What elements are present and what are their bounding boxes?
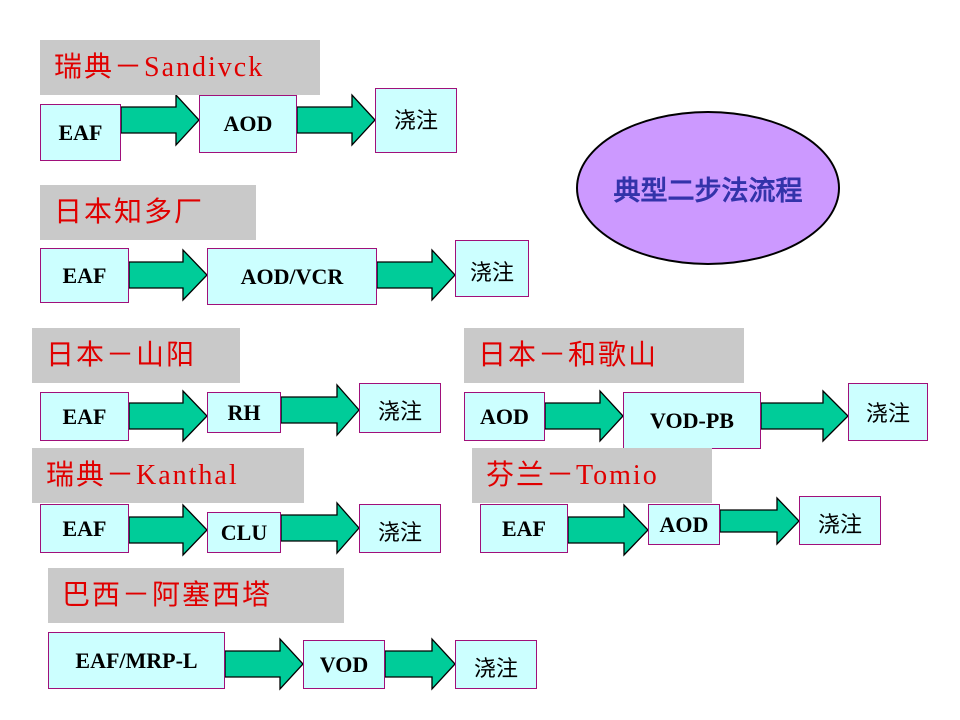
pour-box: 浇注 — [848, 383, 928, 441]
arrow — [120, 93, 200, 147]
process-box: CLU — [207, 512, 281, 553]
pour-box: 浇注 — [455, 240, 529, 297]
header-japan-chita: 日本知多厂 — [40, 185, 256, 240]
process-box: EAF — [40, 248, 129, 303]
arrow — [296, 93, 376, 147]
process-box: EAF — [480, 504, 568, 553]
pour-box: 浇注 — [359, 504, 441, 553]
arrow — [544, 389, 624, 443]
arrow — [567, 503, 649, 557]
process-box: EAF — [40, 392, 129, 441]
process-box: AOD — [199, 95, 297, 153]
process-box: EAF/MRP-L — [48, 632, 225, 689]
header-sweden-kanthal: 瑞典－Kanthal — [32, 448, 304, 503]
process-box: VOD — [303, 640, 385, 689]
pour-box: 浇注 — [359, 383, 441, 433]
process-box: AOD — [648, 504, 720, 545]
pour-box: 浇注 — [455, 640, 537, 689]
pour-box: 浇注 — [375, 88, 457, 153]
header-brazil-acesita: 巴西－阿塞西塔 — [48, 568, 344, 623]
arrow — [376, 248, 456, 302]
process-box: EAF — [40, 504, 129, 553]
header-finland-tornio: 芬兰－Tomio — [472, 448, 712, 503]
arrow — [224, 637, 304, 691]
arrow — [280, 501, 360, 555]
diagram-title-ellipse: 典型二步法流程 — [576, 111, 840, 265]
process-box: VOD-PB — [623, 392, 761, 449]
arrow — [280, 383, 360, 437]
process-box: RH — [207, 392, 281, 433]
header-japan-wakayama: 日本－和歌山 — [464, 328, 744, 383]
header-japan-sanyo: 日本－山阳 — [32, 328, 240, 383]
pour-box: 浇注 — [799, 496, 881, 545]
arrow — [128, 503, 208, 557]
arrow — [128, 389, 208, 443]
arrow — [760, 389, 849, 443]
diagram-title: 典型二步法流程 — [613, 175, 803, 207]
process-box: EAF — [40, 104, 121, 161]
process-box: AOD — [464, 392, 545, 441]
arrow — [128, 248, 208, 302]
arrow — [719, 496, 800, 546]
arrow — [384, 637, 456, 691]
process-box: AOD/VCR — [207, 248, 377, 305]
header-sweden-sandvik: 瑞典－Sandivck — [40, 40, 320, 95]
